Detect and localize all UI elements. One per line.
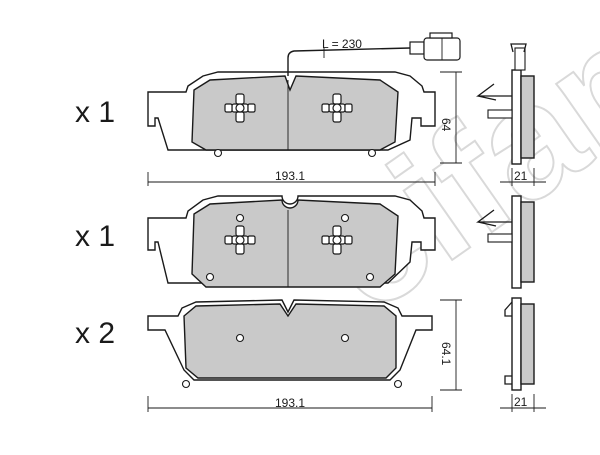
side-view-row1: 21 (476, 43, 546, 186)
thickness-dimension-row1: 21 (514, 169, 528, 183)
quantity-label-row2: x 1 (75, 220, 115, 253)
wear-sensor-connector (409, 32, 461, 61)
side-view-row2 (476, 195, 535, 289)
width-dimension-row1: 193.1 (275, 169, 305, 183)
brake-pad-row1: L = 230 64 193.1 (147, 32, 462, 186)
thickness-dimension-row3: 21 (514, 395, 528, 409)
wire-length-label: L = 230 (322, 37, 362, 51)
quantity-label-row1: x 1 (75, 96, 115, 129)
height-dimension-row3: 64.1 (439, 342, 453, 366)
height-dimension-row1: 64 (439, 118, 453, 132)
side-view-row3: 21 (500, 297, 546, 412)
brake-pad-row3: 64.1 193.1 (147, 299, 462, 412)
quantity-label-row3: x 2 (75, 317, 115, 350)
brake-pad-row2 (147, 195, 436, 288)
width-dimension-row3: 193.1 (275, 396, 305, 410)
